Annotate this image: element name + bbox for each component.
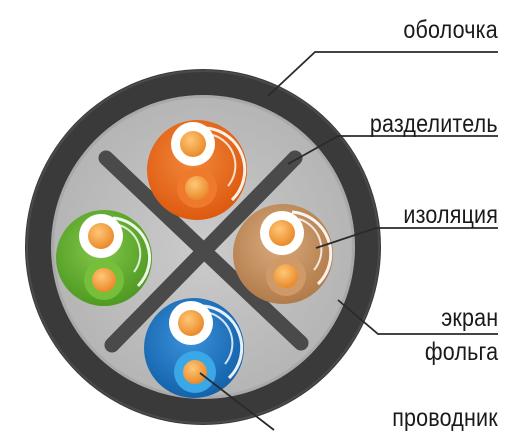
wire-pair-brown [233,204,333,304]
leader-insulation [315,227,498,249]
leader-lines [199,51,498,431]
label-insulation: изоляция [403,201,498,229]
label-separator: разделитель [370,110,498,138]
label-shield-line1: экран [440,304,498,332]
sheath-edge-highlight [26,70,380,424]
wire-pair-blue [144,298,244,398]
leader-sheath [267,51,498,97]
leader-shield [337,299,498,335]
label-conductor: проводник [392,404,498,432]
label-sheath: оболочка [403,16,498,44]
leader-conductor [199,372,275,431]
label-shield-line2: фольга [424,338,498,366]
leader-separator [287,135,498,165]
wire-pair-green [56,210,152,306]
cross-separator [98,150,309,353]
wire-pair-orange [147,120,247,220]
